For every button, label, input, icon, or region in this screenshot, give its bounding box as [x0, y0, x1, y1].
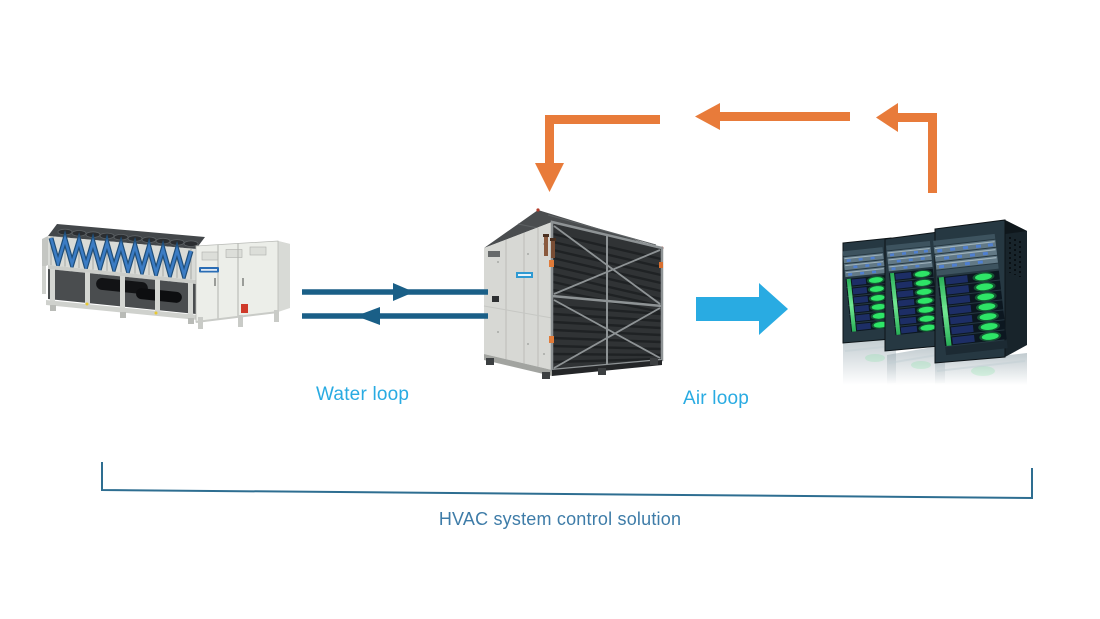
return-air-path: [535, 103, 937, 193]
return-air-arrow-from-servers: [876, 103, 937, 193]
chiller-image: [42, 224, 290, 329]
diagram-title: HVAC system control solution: [438, 509, 682, 529]
return-air-arrow-middle: [695, 103, 850, 130]
air-loop-label: Air loop: [683, 388, 750, 409]
ahu-frame-braces: [550, 220, 664, 372]
chiller-control-cabinet: [195, 240, 290, 329]
servers-image: [842, 219, 1027, 385]
ahu-image: [483, 208, 664, 379]
ahu-top: [484, 210, 662, 248]
ahu-pipe: [551, 240, 555, 258]
air-supply-arrow: [696, 283, 788, 335]
return-air-arrow-to-ahu: [535, 115, 660, 192]
ahu-corner-label: [488, 251, 500, 257]
server-tower: [933, 219, 1027, 364]
water-supply-arrow: [302, 283, 488, 301]
water-loop-arrows: [302, 283, 488, 325]
ahu-pipe: [544, 236, 548, 256]
water-loop-label: Water loop: [316, 384, 410, 405]
air-loop-arrow: [696, 283, 788, 335]
ahu-front-panel: [484, 222, 552, 370]
scope-bracket: [101, 462, 1033, 500]
water-return-arrow: [302, 307, 488, 325]
